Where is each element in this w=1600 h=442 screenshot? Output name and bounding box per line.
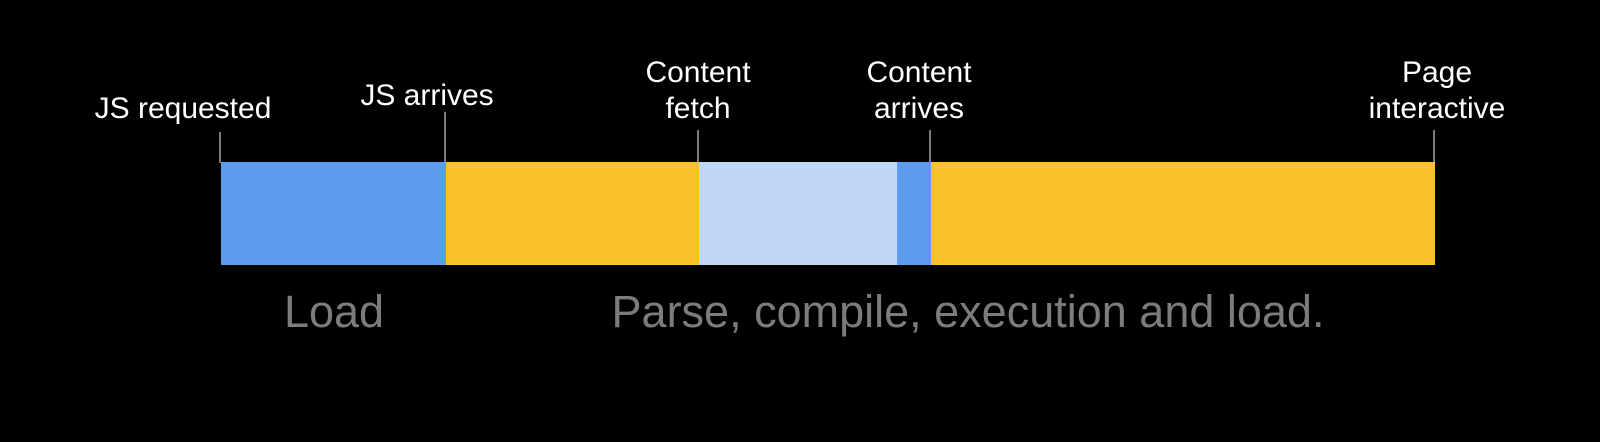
milestone-tick-page-interactive xyxy=(1433,130,1435,163)
phase-label-load: Load xyxy=(283,286,385,337)
segment-content-fetch xyxy=(699,162,897,265)
timeline-bar xyxy=(221,162,1435,265)
milestone-label-page-interactive: Page interactive xyxy=(1368,56,1506,125)
milestone-label-js-requested: JS requested xyxy=(94,92,272,125)
milestone-label-js-arrives: JS arrives xyxy=(360,79,494,112)
segment-parse-execute xyxy=(931,162,1435,265)
milestone-label-content-arrives: Content arrives xyxy=(866,56,972,125)
segment-js-download xyxy=(221,162,446,265)
milestone-tick-content-fetch xyxy=(697,130,699,163)
milestone-tick-content-arrives xyxy=(929,130,931,163)
milestone-tick-js-requested xyxy=(219,132,221,163)
segment-js-wait xyxy=(446,162,699,265)
milestone-tick-js-arrives xyxy=(444,112,446,163)
segment-content-arrive xyxy=(897,162,931,265)
phase-label-parse: Parse, compile, execution and load. xyxy=(611,286,1325,337)
milestone-label-content-fetch: Content fetch xyxy=(645,56,751,125)
